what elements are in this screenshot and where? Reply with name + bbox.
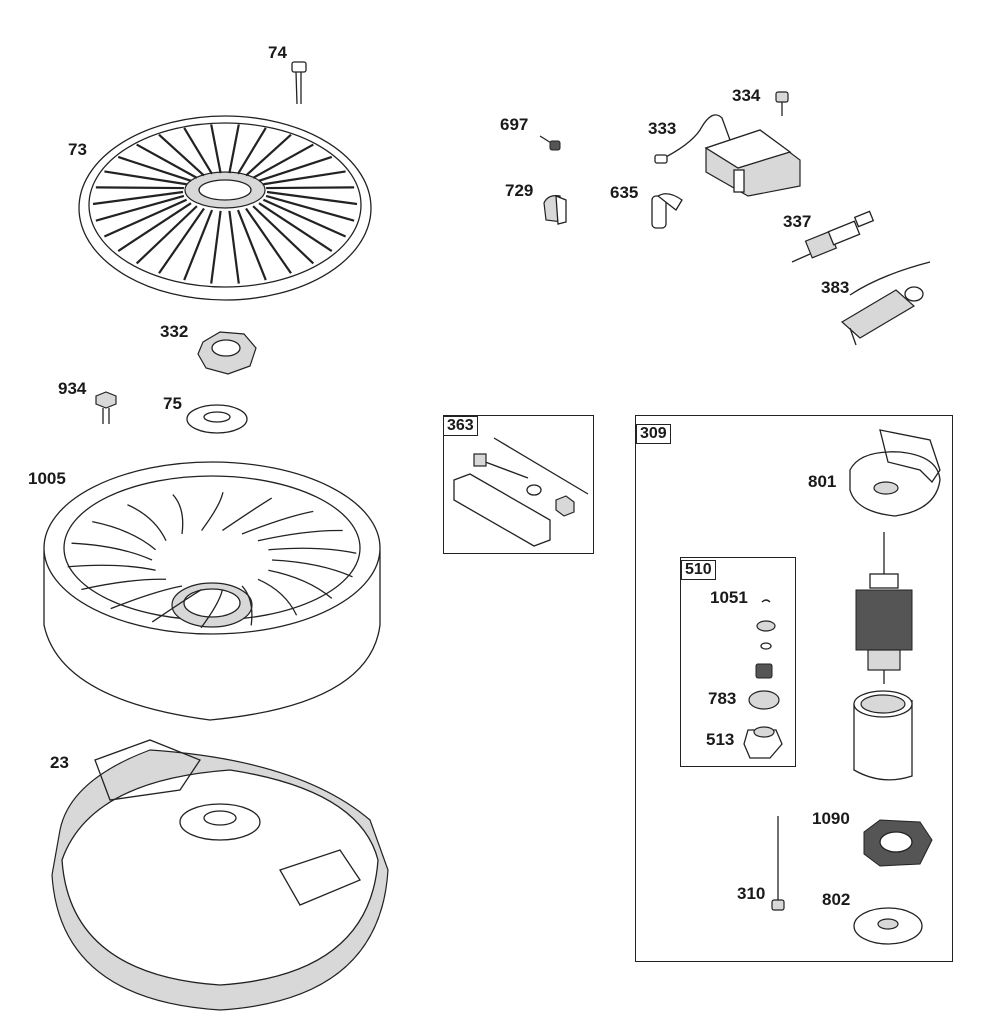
washer-75-drawing (186, 404, 248, 434)
group-label-363: 363 (443, 416, 478, 436)
spark-plug-337-drawing (791, 210, 875, 263)
part-label-802: 802 (822, 890, 851, 909)
screw-334-drawing (775, 91, 789, 116)
bolt-74-drawing (291, 61, 307, 105)
clip-729-drawing (543, 195, 567, 225)
brush-holder-1090-drawing (863, 819, 933, 867)
part-label-310: 310 (737, 884, 766, 903)
tool-383-drawing (840, 261, 931, 346)
screw-697-drawing (539, 135, 561, 151)
screw-934-drawing (95, 391, 117, 424)
group-label-510: 510 (681, 560, 716, 580)
part-label-513: 513 (706, 730, 735, 749)
part-label-635: 635 (610, 183, 639, 202)
part-label-1051: 1051 (710, 588, 748, 607)
part-label-1005: 1005 (28, 469, 66, 488)
part-label-332: 332 (160, 322, 189, 341)
part-label-75: 75 (163, 394, 182, 413)
group-box-510 (680, 557, 796, 767)
screen-73-drawing (78, 115, 372, 301)
group-box-309 (635, 415, 953, 962)
bracket-801-drawing (849, 429, 941, 517)
part-label-333: 333 (648, 119, 677, 138)
part-label-334: 334 (732, 86, 761, 105)
part-label-697: 697 (500, 115, 529, 134)
part-label-934: 934 (58, 379, 87, 398)
part-label-801: 801 (808, 472, 837, 491)
armature-drawing (855, 532, 913, 684)
nut-332-drawing (197, 331, 257, 375)
housing-drawing (853, 690, 913, 781)
bolt-310-drawing (771, 816, 785, 911)
part-label-729: 729 (505, 181, 534, 200)
flywheel-23-drawing (51, 739, 389, 1011)
plate-802-drawing (853, 907, 923, 945)
group-label-309: 309 (636, 424, 671, 444)
part-label-783: 783 (708, 689, 737, 708)
part-label-1090: 1090 (812, 809, 850, 828)
part-label-337: 337 (783, 212, 812, 231)
drive-510-drawing (743, 599, 783, 759)
fan-1005-drawing (43, 461, 381, 721)
boot-635-drawing (651, 193, 683, 229)
coil-333-drawing (654, 114, 801, 197)
group-box-363 (443, 415, 594, 554)
part-label-74: 74 (268, 43, 287, 62)
part-label-23: 23 (50, 753, 69, 772)
part-label-73: 73 (68, 140, 87, 159)
kit-363-drawing (453, 437, 589, 547)
part-label-383: 383 (821, 278, 850, 297)
